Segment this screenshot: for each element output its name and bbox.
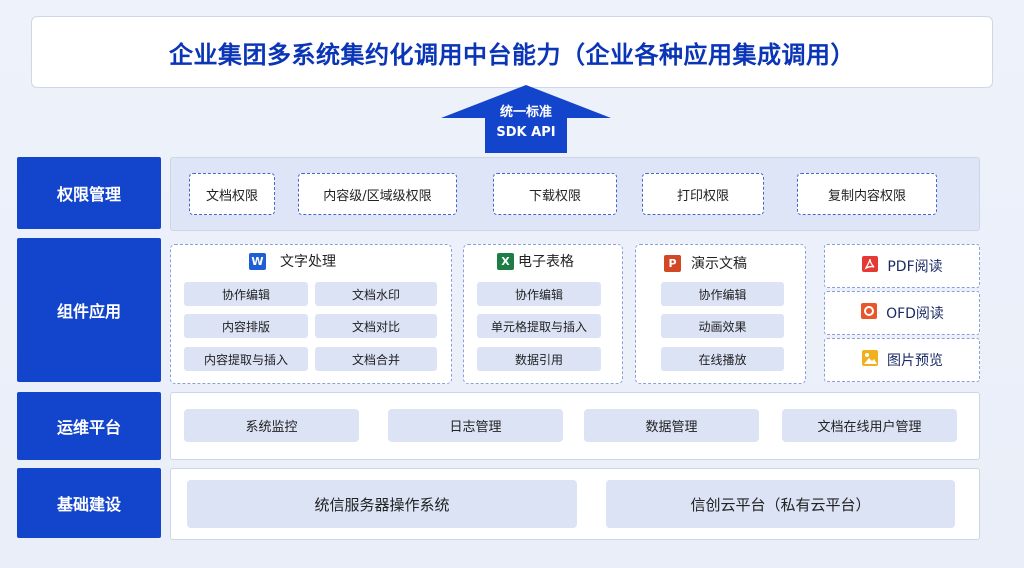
ofd-icon	[860, 302, 878, 324]
word-group-title: W 文字处理	[249, 251, 336, 271]
excel-title-label: 电子表格	[518, 254, 574, 270]
ppt-icon: P	[664, 254, 681, 272]
word-feature-pill: 内容排版	[184, 314, 308, 338]
ops-item: 文档在线用户管理	[782, 409, 957, 442]
permission-item: 打印权限	[642, 173, 764, 215]
ppt-feature-pill: 协作编辑	[661, 282, 784, 306]
ops-item: 数据管理	[584, 409, 759, 442]
base-item: 统信服务器操作系统	[187, 480, 577, 528]
row-label-components: 组件应用	[17, 238, 161, 382]
image-preview-box: 图片预览	[824, 338, 980, 382]
excel-feature-pill: 协作编辑	[477, 282, 601, 306]
ppt-group-title: P 演示文稿	[664, 253, 747, 273]
pdf-reader-box: PDF阅读	[824, 244, 980, 288]
ofd-reader-box: OFD阅读	[824, 291, 980, 335]
ops-item: 日志管理	[388, 409, 563, 442]
arrow-label-line2: SDK API	[496, 125, 556, 140]
ops-item: 系统监控	[184, 409, 359, 442]
permission-item: 下载权限	[493, 173, 617, 215]
excel-feature-pill: 单元格提取与插入	[477, 314, 601, 338]
word-feature-pill: 文档水印	[315, 282, 437, 306]
image-icon	[861, 349, 879, 371]
arrow-label: 统一标准 SDK API	[483, 103, 569, 143]
ofd-reader-label: OFD阅读	[886, 306, 944, 322]
word-title-label: 文字处理	[280, 254, 336, 270]
page-title: 企业集团多系统集约化调用中台能力（企业各种应用集成调用）	[169, 40, 855, 69]
pdf-icon	[861, 255, 879, 277]
ppt-feature-pill: 动画效果	[661, 314, 784, 338]
pdf-reader-label: PDF阅读	[887, 259, 943, 275]
up-arrow-icon	[441, 85, 611, 153]
row-label-permission: 权限管理	[17, 157, 161, 229]
ppt-title-label: 演示文稿	[691, 256, 747, 272]
word-feature-pill: 协作编辑	[184, 282, 308, 306]
permission-item: 内容级/区域级权限	[298, 173, 457, 215]
base-item: 信创云平台（私有云平台）	[606, 480, 955, 528]
row-label-ops: 运维平台	[17, 392, 161, 460]
row-label-base: 基础建设	[17, 468, 161, 538]
word-feature-pill: 文档对比	[315, 314, 437, 338]
excel-group-title: X 电子表格	[497, 251, 574, 271]
word-icon: W	[249, 252, 266, 270]
arrow-label-line1: 统一标准	[499, 105, 552, 120]
excel-feature-pill: 数据引用	[477, 347, 601, 371]
ppt-feature-pill: 在线播放	[661, 347, 784, 371]
image-preview-label: 图片预览	[887, 353, 943, 369]
header-title-box: 企业集团多系统集约化调用中台能力（企业各种应用集成调用）	[31, 16, 993, 88]
word-feature-pill: 内容提取与插入	[184, 347, 308, 371]
excel-icon: X	[497, 252, 514, 270]
word-feature-pill: 文档合并	[315, 347, 437, 371]
permission-item: 文档权限	[189, 173, 275, 215]
permission-item: 复制内容权限	[797, 173, 937, 215]
